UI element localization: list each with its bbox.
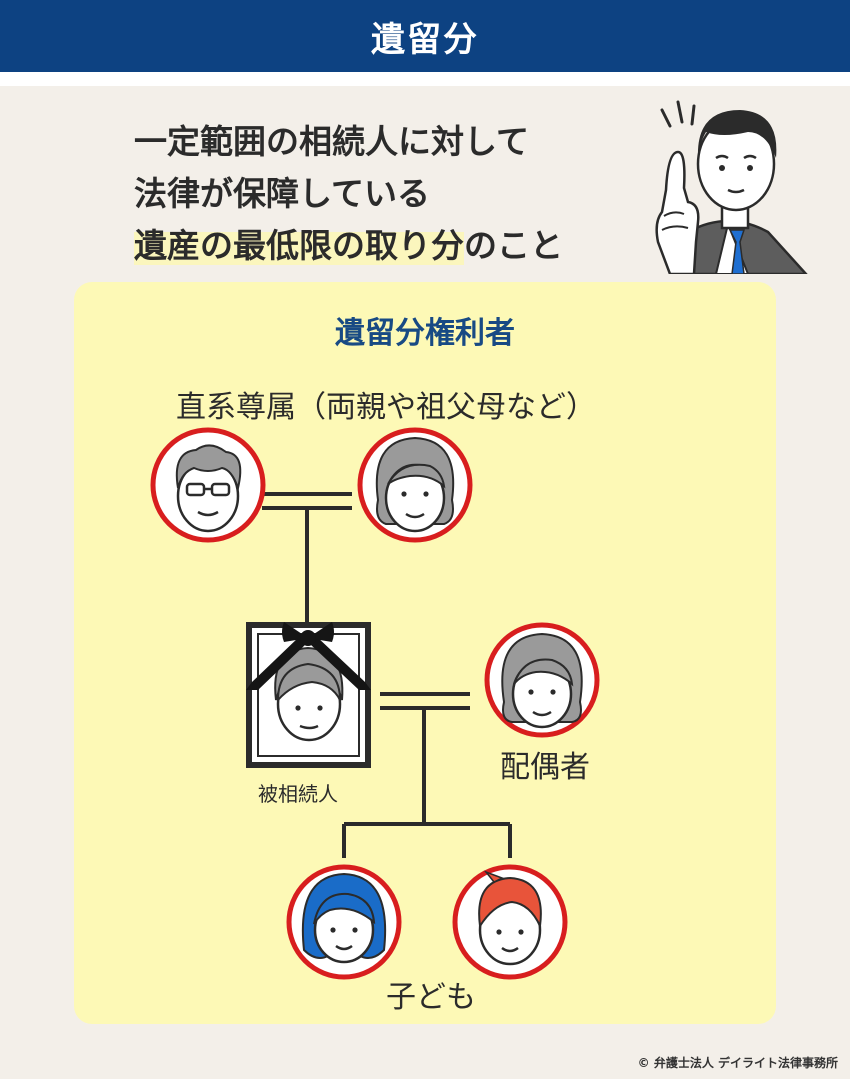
children-label: 子ども bbox=[386, 980, 476, 1015]
rights-holders-panel bbox=[74, 282, 776, 1024]
definition-text: 一定範囲の相続人に対して 法律が保障している 遺産の最低限の取り分のこと bbox=[134, 116, 644, 272]
page-header: 遺留分 bbox=[0, 0, 850, 72]
grandfather-icon bbox=[150, 427, 266, 543]
ascendants-label: 直系尊属（両親や祖父母など） bbox=[176, 390, 596, 425]
presenter-man-icon bbox=[655, 100, 808, 274]
copyright-notice: © 弁護士法人 デイライト法律事務所 bbox=[637, 1056, 838, 1070]
son-icon bbox=[452, 864, 568, 980]
definition-line-3-rest: のこと bbox=[464, 226, 563, 265]
definition-line-2: 法律が保障している bbox=[134, 174, 431, 213]
page-title: 遺留分 bbox=[371, 19, 479, 60]
panel-title: 遺留分権利者 bbox=[335, 316, 515, 351]
decedent-label: 被相続人 bbox=[258, 782, 338, 806]
spouse-woman-icon bbox=[484, 622, 600, 738]
header-divider bbox=[0, 72, 850, 86]
definition-line-3: 遺産の最低限の取り分のこと bbox=[134, 220, 644, 272]
decedent-portrait-icon bbox=[246, 622, 371, 768]
definition-line-1: 一定範囲の相続人に対して bbox=[134, 122, 530, 161]
tree-connectors bbox=[262, 492, 512, 858]
grandmother-icon bbox=[357, 427, 473, 543]
daughter-icon bbox=[286, 864, 402, 980]
definition-highlight: 遺産の最低限の取り分 bbox=[134, 226, 464, 265]
mourning-ribbon-icon bbox=[246, 622, 371, 690]
spouse-label: 配偶者 bbox=[500, 750, 590, 785]
